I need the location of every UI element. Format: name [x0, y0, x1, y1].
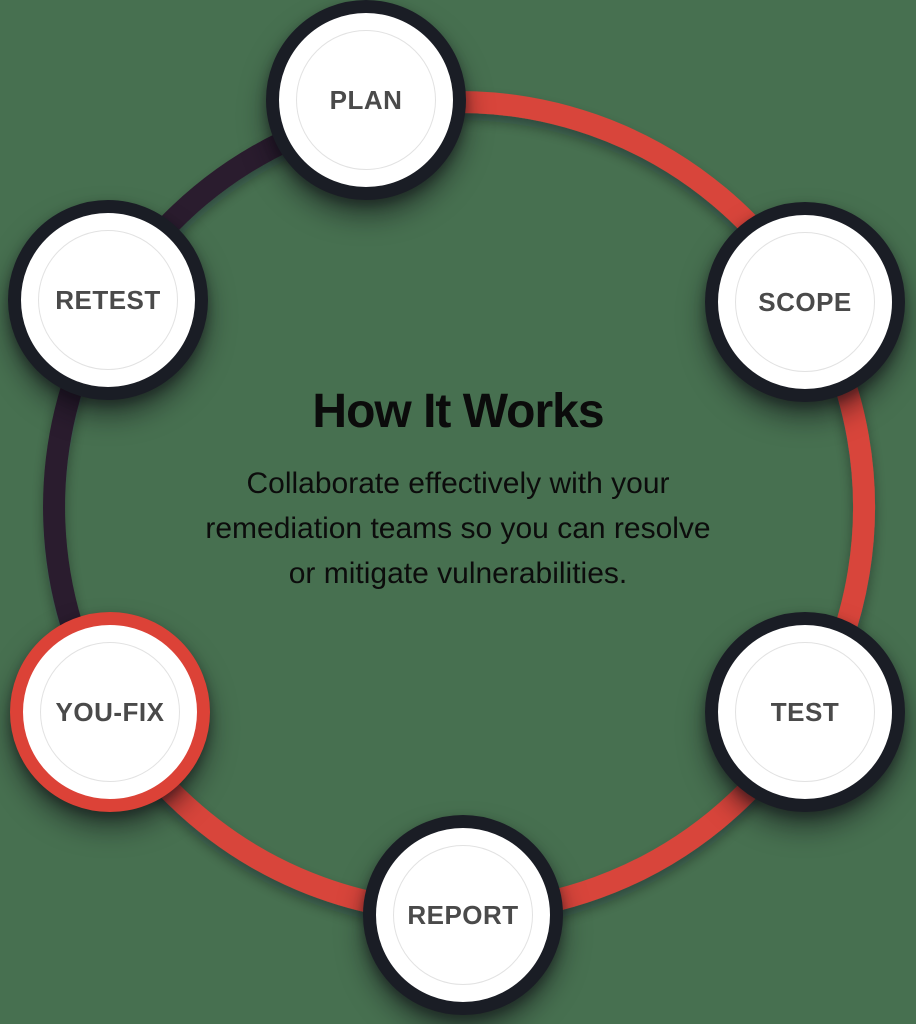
- step-node-scope: SCOPE: [705, 202, 905, 402]
- step-label-report: REPORT: [407, 899, 519, 930]
- step-label-retest: RETEST: [55, 284, 161, 315]
- step-node-inner-circle: REPORT: [393, 845, 533, 985]
- step-node-inner-circle: PLAN: [296, 30, 436, 170]
- step-label-test: TEST: [770, 696, 840, 727]
- step-node-inner-circle: TEST: [735, 642, 875, 782]
- diagram-title: How It Works: [312, 385, 604, 438]
- description-line-3: or mitigate vulnerabilities.: [288, 557, 628, 590]
- step-node-inner-circle: YOU-FIX: [40, 642, 180, 782]
- center-text-block: How It Works Collaborate effectively wit…: [138, 384, 778, 596]
- description-line-1: Collaborate effectively with your: [246, 467, 670, 500]
- step-node-you-fix: YOU-FIX: [10, 612, 210, 812]
- description-line-2: remediation teams so you can resolve: [205, 512, 711, 545]
- step-node-inner-circle: SCOPE: [735, 232, 875, 372]
- step-node-test: TEST: [705, 612, 905, 812]
- step-label-scope: SCOPE: [758, 286, 852, 317]
- step-node-plan: PLAN: [266, 0, 466, 200]
- step-node-report: REPORT: [363, 815, 563, 1015]
- diagram-description: Collaborate effectively with your remedi…: [138, 461, 778, 596]
- step-label-plan: PLAN: [329, 84, 403, 115]
- step-node-retest: RETEST: [8, 200, 208, 400]
- step-node-inner-circle: RETEST: [38, 230, 178, 370]
- step-label-you-fix: YOU-FIX: [55, 696, 165, 727]
